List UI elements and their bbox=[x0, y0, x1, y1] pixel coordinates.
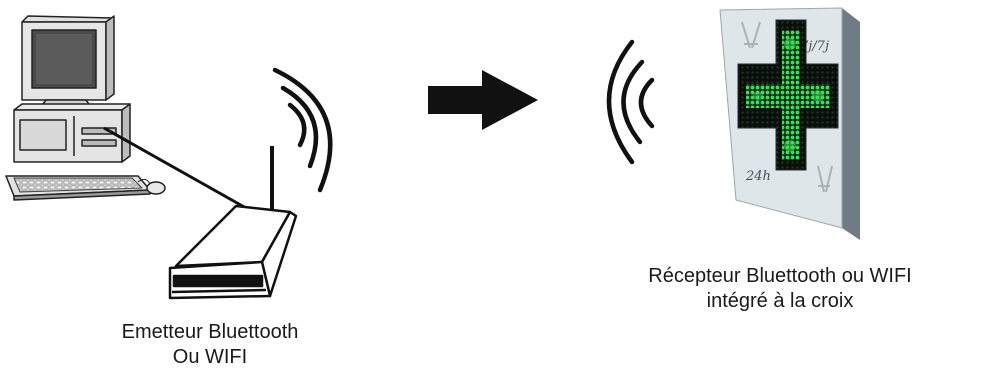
router-icon bbox=[170, 146, 296, 298]
receiver-waves-icon bbox=[609, 42, 652, 162]
emitter-caption: Emetteur Bluettooth Ou WIFI bbox=[60, 320, 360, 370]
receiver-caption: Récepteur Bluettooth ou WIFI intégré à l… bbox=[590, 264, 970, 314]
cable-line bbox=[104, 128, 246, 208]
pharmacy-cross-sign-icon: 7j/7j 24h bbox=[720, 8, 860, 240]
receiver-caption-line-1: Récepteur Bluettooth ou WIFI bbox=[590, 264, 970, 289]
arrow-right-icon bbox=[428, 70, 538, 130]
emitter-caption-line-2: Ou WIFI bbox=[60, 345, 360, 370]
corner-text-24h: 24h bbox=[745, 169, 771, 184]
receiver-caption-line-2: intégré à la croix bbox=[590, 289, 970, 314]
computer-icon bbox=[6, 16, 165, 200]
emitter-caption-line-1: Emetteur Bluettooth bbox=[60, 320, 360, 345]
wifi-waves-icon bbox=[275, 70, 330, 190]
